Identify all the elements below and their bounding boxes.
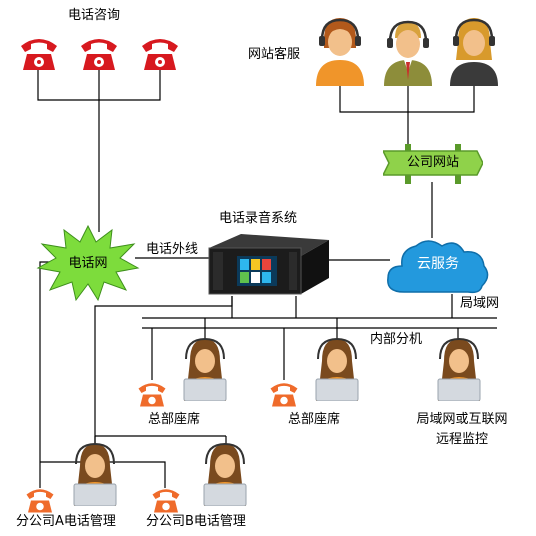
internal-ext-label: 内部分机 bbox=[370, 332, 423, 347]
signpost-icon bbox=[383, 144, 483, 184]
telephone-icon bbox=[152, 489, 180, 513]
telephone-icon bbox=[81, 39, 117, 70]
company-site-label: 公司网站 bbox=[406, 155, 459, 170]
cloud-label: 云服务 bbox=[417, 256, 459, 272]
hq-seat-label-1: 总部座席 bbox=[148, 412, 201, 427]
web-service-label: 网站客服 bbox=[248, 47, 301, 62]
remote-label-line1: 局域网或互联网 bbox=[416, 412, 508, 427]
headset-agent-icon bbox=[384, 20, 432, 86]
recording-system-label: 电话录音系统 bbox=[219, 211, 298, 226]
phone-consult-label: 电话咨询 bbox=[68, 8, 121, 23]
telephone-icon bbox=[26, 489, 54, 513]
telephone-icon bbox=[138, 383, 166, 407]
telephone-icon bbox=[142, 39, 178, 70]
female-operator-icon bbox=[73, 442, 117, 506]
headset-agent-icon bbox=[450, 18, 498, 86]
phone-net-label: 电话网 bbox=[68, 256, 108, 271]
female-operator-icon bbox=[183, 337, 227, 401]
starburst-icon bbox=[36, 224, 140, 302]
lan-label: 局域网 bbox=[460, 296, 500, 311]
branch-a-label: 分公司A电话管理 bbox=[16, 514, 116, 529]
female-operator-icon bbox=[315, 337, 359, 401]
remote-label-line2: 远程监控 bbox=[435, 432, 488, 447]
branch-b-label: 分公司B电话管理 bbox=[146, 514, 246, 529]
telephone-icon bbox=[270, 383, 298, 407]
headset-agent-icon bbox=[316, 18, 364, 86]
hq-seat-label-2: 总部座席 bbox=[288, 412, 341, 427]
female-operator-icon bbox=[203, 442, 247, 506]
female-operator-icon bbox=[437, 337, 481, 401]
server-rack-icon bbox=[208, 234, 329, 295]
cloud-icon bbox=[387, 240, 489, 294]
telephone-icon bbox=[21, 39, 57, 70]
phone-line-label: 电话外线 bbox=[146, 242, 199, 257]
